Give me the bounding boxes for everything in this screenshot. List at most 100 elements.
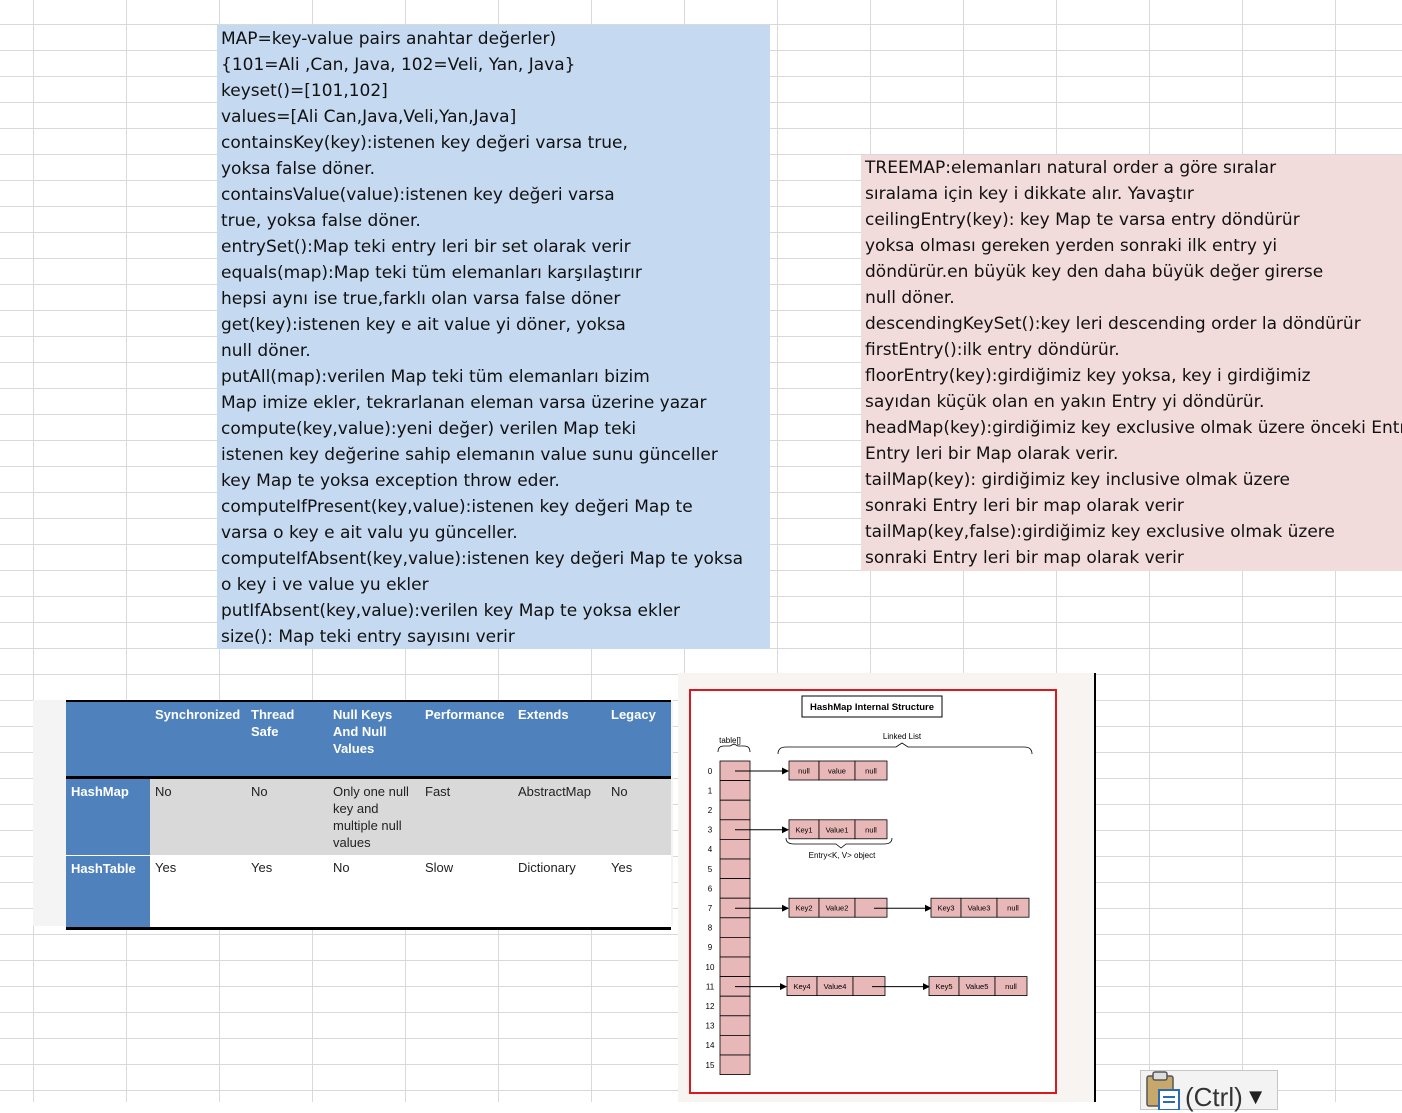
hashmap-internal-structure-diagram[interactable]: HashMap Internal Structure table[] Linke…: [678, 673, 1094, 1102]
table-brace: [717, 743, 751, 753]
node-field: [996, 897, 1030, 918]
table-row: HashMap No No Only one null key and mult…: [66, 777, 671, 855]
node-field: [854, 819, 888, 840]
map-note-line: hepsi aynı ise true,farklı olan varsa fa…: [221, 289, 621, 309]
entry-label: Entry<K, V> object: [809, 851, 876, 860]
bucket-cell: [719, 878, 751, 899]
treemap-note-line: descendingKeySet():key leri descending o…: [865, 314, 1361, 334]
bucket-cell: [719, 995, 751, 1017]
map-note-line: get(key):istenen key e ait value yi döne…: [221, 315, 626, 335]
header-performance: Performance: [420, 701, 513, 779]
bucket-index: 6: [708, 884, 713, 893]
node-field-label: value: [828, 767, 846, 776]
map-note-line: computeIfAbsent(key,value):istenen key d…: [221, 549, 744, 569]
node-field-label: null: [798, 767, 810, 776]
bucket-index: 1: [708, 786, 713, 795]
treemap-note-line: tailMap(key): girdiğimiz key inclusive o…: [865, 470, 1290, 490]
bucket-index: 0: [708, 767, 713, 776]
bucket-index: 11: [706, 982, 715, 991]
treemap-note-line: headMap(key):girdiğimiz key exclusive ol…: [865, 418, 1402, 438]
map-note-line: entrySet():Map teki entry leri bir set o…: [221, 237, 631, 257]
node-field-label: null: [865, 767, 877, 776]
map-note-line: compute(key,value):yeni değer) verilen M…: [221, 419, 637, 439]
treemap-notes-cell[interactable]: TREEMAP:elemanları natural order a göre …: [861, 155, 1402, 571]
map-note-line: {101=Ali ,Can, Java, 102=Veli, Yan, Java…: [221, 55, 576, 75]
map-note-line: putIfAbsent(key,value):verilen key Map t…: [221, 601, 681, 621]
bucket-cell: [719, 1015, 751, 1036]
node-field-label: null: [865, 825, 877, 834]
node-field-label: Key4: [793, 982, 810, 991]
bucket-index: 4: [708, 845, 713, 854]
treemap-note-line: sonraki Entry leri bir map olarak verir: [865, 548, 1184, 568]
map-note-line: keyset()=[101,102]: [221, 81, 388, 101]
bucket-index: 2: [708, 806, 713, 815]
map-note-line: computeIfPresent(key,value):istenen key …: [221, 497, 693, 517]
treemap-note-line: sayıdan küçük olan en yakın Entry yi dön…: [865, 392, 1265, 412]
header-null-keys: Null Keys And Null Values: [328, 701, 420, 779]
table-cell: AbstractMap: [513, 777, 606, 855]
map-notes-cell[interactable]: MAP=key-value pairs anahtar değerler) {10…: [217, 25, 770, 649]
table-header-row: Synchronized Thread Safe Null Keys And N…: [66, 701, 671, 779]
map-note-line: istenen key değerine sahip elemanın valu…: [221, 445, 718, 465]
table-row: HashTable Yes Yes No Slow Dictionary Yes: [66, 854, 671, 929]
table-cell: Fast: [420, 777, 513, 855]
bucket-index: 15: [706, 1061, 715, 1070]
map-note-line: varsa o key e ait valu yu günceller.: [221, 523, 518, 543]
treemap-note-line: floorEntry(key):girdiğimiz key yoksa, ke…: [865, 366, 1311, 386]
bucket-index: 12: [706, 1002, 715, 1011]
bucket-index: 7: [708, 904, 713, 913]
table-cell: No: [606, 777, 671, 855]
node-field-label: Key3: [937, 904, 954, 913]
treemap-note-line: ceilingEntry(key): key Map te varsa entr…: [865, 210, 1300, 230]
node-field-label: Key2: [795, 904, 812, 913]
bucket-cell: [719, 780, 751, 801]
diagram-frame: [689, 689, 1057, 1094]
bucket-cell: [719, 799, 751, 821]
node-field-label: Key5: [935, 982, 952, 991]
header-thread-safe: Thread Safe: [246, 701, 328, 779]
map-note-line: size(): Map teki entry sayısını verir: [221, 627, 515, 647]
paste-options-button[interactable]: (Ctrl) ▼: [1140, 1070, 1278, 1112]
treemap-note-line: döndürür.en büyük key den daha büyük değ…: [865, 262, 1324, 282]
table-cell: Only one null key and multiple null valu…: [328, 777, 420, 855]
header-legacy: Legacy: [606, 701, 671, 779]
node-field-label: Value2: [826, 904, 849, 913]
node-field-label: Value1: [826, 825, 849, 834]
linked-list-label: Linked List: [883, 732, 922, 741]
table-cell: No: [328, 855, 420, 929]
linked-list-brace: [777, 742, 1033, 755]
diagram-title: HashMap Internal Structure: [810, 702, 934, 713]
map-note-line: MAP=key-value pairs anahtar değerler): [221, 29, 557, 49]
chevron-down-icon: ▼: [1244, 1084, 1267, 1109]
hashmap-hashtable-comparison-table[interactable]: Synchronized Thread Safe Null Keys And N…: [66, 700, 671, 930]
clipboard-icon: [1146, 1071, 1180, 1110]
table-cell: No: [246, 777, 328, 855]
bucket-index: 8: [708, 924, 713, 933]
node-field-label: null: [1005, 982, 1017, 991]
bucket-index: 5: [708, 865, 713, 874]
table-cell: Yes: [150, 855, 246, 929]
bucket-cell: [719, 1034, 751, 1056]
bucket-cell: [719, 858, 751, 880]
map-note-line: Map imize ekler, tekrarlanan eleman vars…: [221, 393, 707, 413]
entry-brace: [785, 837, 893, 849]
treemap-note-line: yoksa olması gereken yerden sonraki ilk …: [865, 236, 1278, 256]
node-field-label: Value5: [966, 982, 989, 991]
map-note-line: values=[Ali Can,Java,Veli,Yan,Java]: [221, 107, 517, 127]
diagram-title-box: [801, 695, 943, 718]
map-note-line: putAll(map):verilen Map teki tüm elemanl…: [221, 367, 650, 387]
map-note-line: null döner.: [221, 341, 311, 361]
node-field-label: Key1: [795, 825, 812, 834]
row-label-hashmap: HashMap: [66, 777, 150, 855]
table-cell: Yes: [246, 855, 328, 929]
table-cell: Dictionary: [513, 855, 606, 929]
table-cell: No: [150, 777, 246, 855]
bucket-index: 9: [708, 943, 713, 952]
treemap-note-line: firstEntry():ilk entry döndürür.: [865, 340, 1120, 360]
node-field: [994, 976, 1028, 997]
header-extends: Extends: [513, 701, 606, 779]
bucket-cell: [719, 1054, 751, 1076]
bucket-cell: [719, 838, 751, 860]
header-synchronized: Synchronized: [150, 701, 246, 779]
bucket-index: 14: [706, 1041, 715, 1050]
